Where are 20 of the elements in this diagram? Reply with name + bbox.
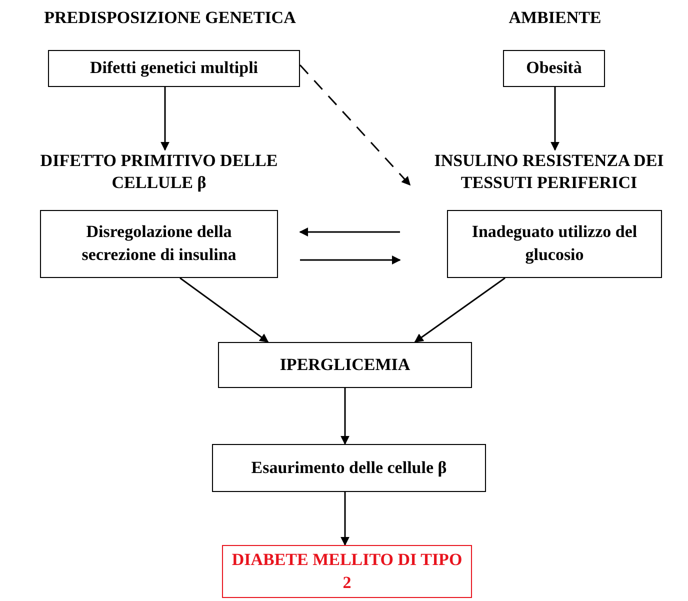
process-box: Esaurimento delle cellule β [212,444,486,492]
arrow [340,388,350,445]
process-box: Inadeguato utilizzo del glucosio [447,210,662,278]
heading-text: INSULINO RESISTENZA DEI TESSUTI PERIFERICI [433,150,665,194]
group-heading: AMBIENTE [508,8,602,28]
arrow [160,87,170,151]
dashed-arrow [299,64,411,186]
process-box: IPERGLICEMIA [218,342,472,388]
arrow [300,256,401,264]
heading-text: DIFETTO PRIMITIVO DELLE CELLULE β [40,150,278,194]
process-box: Obesità [503,50,605,87]
arrow [340,492,350,546]
process-box: Difetti genetici multipli [48,50,300,87]
process-box: Disregolazione della secrezione di insulina [40,210,278,278]
arrow [299,228,400,236]
arrow [550,87,560,151]
group-heading: PREDISPOSIZIONE GENETICA [43,8,297,28]
arrow [414,277,506,343]
arrow [180,277,269,343]
result-box: DIABETE MELLITO DI TIPO 2 [222,545,472,598]
